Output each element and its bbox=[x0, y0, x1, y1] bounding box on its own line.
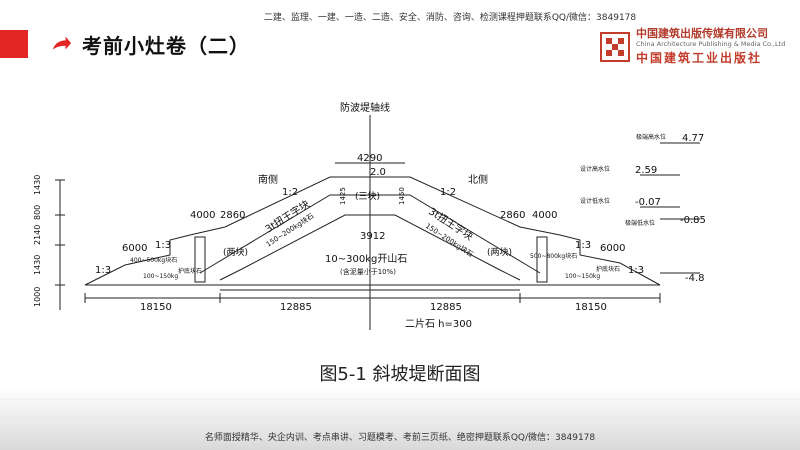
left-protect: 护底块石 bbox=[178, 267, 202, 275]
top-contact-note: 二建、监理、一建、一造、二造、安全、消防、咨询、检测课程押题联系QQ/微信：38… bbox=[263, 13, 637, 23]
right-toe-slope: 1:3 bbox=[628, 265, 644, 276]
left-dim-1: 1430 bbox=[33, 175, 42, 195]
left-berm-2: 2860 bbox=[220, 210, 245, 221]
publisher-logo-icon bbox=[600, 32, 630, 62]
right-toe-block bbox=[536, 236, 548, 283]
south-label: 南侧 bbox=[258, 173, 278, 186]
bottom-contact-note: 名师面授精华、央企内训、考点串讲、习题模考、考前三页纸、绝密押题联系QQ/微信：… bbox=[204, 433, 596, 443]
seabed-level: -4.8 bbox=[685, 273, 705, 284]
right-protect: 护底块石 bbox=[596, 265, 620, 273]
underlayer-profile bbox=[199, 194, 541, 274]
title-accent-bar bbox=[0, 30, 28, 58]
left-two-label: (两块) bbox=[223, 246, 248, 258]
north-label: 北侧 bbox=[468, 173, 488, 186]
left-toe-rock: 400~500kg块石 bbox=[130, 256, 177, 264]
publisher-name-en: China Architecture Publishing & Media Co… bbox=[636, 40, 786, 48]
publisher-name-cn: 中国建筑出版传媒有限公司 bbox=[636, 27, 768, 40]
title-bar: 考前小灶卷（二） bbox=[50, 30, 250, 58]
base-layer-label: 二片石 h=300 bbox=[405, 317, 472, 330]
left-berm-1: 4000 bbox=[190, 210, 215, 221]
axis-label: 防波堤轴线 bbox=[340, 101, 390, 114]
level-4-value: -0.85 bbox=[680, 215, 706, 226]
level-1-value: 4.77 bbox=[682, 133, 704, 144]
core-profile bbox=[219, 214, 521, 281]
dim-18150-right: 18150 bbox=[575, 302, 607, 313]
left-dim-3: 2140 bbox=[33, 225, 42, 245]
right-toe-rock2: 100~150kg bbox=[565, 273, 600, 280]
left-toe-rock2: 100~150kg bbox=[143, 273, 178, 280]
left-slope-top: 1:2 bbox=[282, 187, 298, 198]
level-1-label: 极端高水位 bbox=[636, 133, 666, 141]
right-berm-1: 2860 bbox=[500, 210, 525, 221]
level-2-value: 2.59 bbox=[635, 165, 657, 176]
left-slope-low: 1:3 bbox=[155, 240, 171, 251]
crest-level-label: 2.0 bbox=[370, 167, 386, 178]
figure-caption: 图5-1 斜坡堤断面图 bbox=[319, 364, 481, 385]
core-label: (三块) bbox=[355, 190, 380, 202]
publisher-brand: 中国建筑工业出版社 bbox=[636, 50, 763, 65]
dim-12885-right: 12885 bbox=[430, 302, 462, 313]
left-dim-2: 800 bbox=[33, 205, 42, 220]
dim-18150-left: 18150 bbox=[140, 302, 172, 313]
dim-12885-left: 12885 bbox=[280, 302, 312, 313]
floor-background bbox=[0, 387, 800, 450]
level-3-label: 设计低水位 bbox=[580, 197, 610, 205]
left-6000: 6000 bbox=[122, 243, 147, 254]
arrow-icon bbox=[52, 36, 72, 50]
publisher-logo: 中国建筑出版传媒有限公司 China Architecture Publishi… bbox=[600, 28, 790, 72]
right-toe-rock: 500~800kg块石 bbox=[530, 252, 577, 260]
level-2-label: 设计高水位 bbox=[580, 165, 610, 173]
left-dim-5: 1000 bbox=[33, 287, 42, 307]
left-toe-slope: 1:3 bbox=[95, 265, 111, 276]
crest-width-label: 4290 bbox=[357, 153, 382, 164]
left-dim-4: 1430 bbox=[33, 255, 42, 275]
level-3-value: -0.07 bbox=[635, 197, 661, 208]
right-6000: 6000 bbox=[600, 243, 625, 254]
core-width-label: 3912 bbox=[360, 231, 385, 242]
outer-profile bbox=[84, 176, 661, 286]
breakwater-section-figure: 防波堤轴线 南侧 北侧 4290 2.0 (三块) 1:2 1:2 1:3 1:… bbox=[33, 101, 706, 330]
core-rock-label: 10~300kg开山石 bbox=[325, 253, 407, 265]
page-title: 考前小灶卷（二） bbox=[82, 33, 250, 58]
core-note-label: (含泥量小于10%) bbox=[340, 267, 396, 276]
right-berm-2: 4000 bbox=[532, 210, 557, 221]
level-4-label: 极端低水位 bbox=[625, 219, 655, 227]
right-slope-top: 1:2 bbox=[440, 187, 456, 198]
left-toe-block bbox=[194, 236, 206, 283]
side-dim-right: 1450 bbox=[398, 187, 406, 205]
side-dim-left: 1425 bbox=[339, 187, 347, 205]
right-slope-low: 1:3 bbox=[575, 240, 591, 251]
right-two-label: (两块) bbox=[487, 246, 512, 258]
